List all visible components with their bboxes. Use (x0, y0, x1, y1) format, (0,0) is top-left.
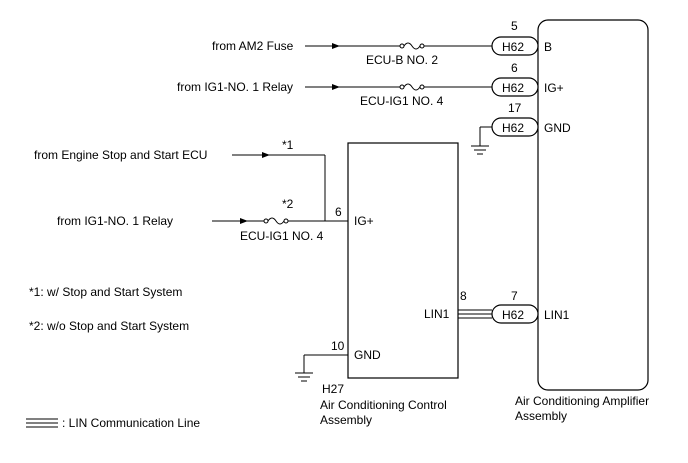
ground-control-icon (295, 354, 348, 382)
pin-name-b: B (544, 40, 552, 54)
source-ig1-relay-bottom: from IG1-NO. 1 Relay (57, 214, 173, 228)
legend-lin-label: : LIN Communication Line (62, 416, 200, 430)
ground-amplifier-icon (471, 126, 492, 155)
connector-h27-label: H27 (322, 382, 344, 396)
note-2: *2: w/o Stop and Start System (29, 319, 189, 333)
control-pin-name-ig: IG+ (354, 214, 374, 228)
connector-h62-pin-6 (491, 77, 539, 97)
fuse-ecu-ig1-top-icon (399, 83, 425, 91)
lin-communication-line (458, 309, 492, 319)
fuse-label-ecu-ig1-bottom: ECU-IG1 NO. 4 (240, 229, 324, 243)
control-pin-name-lin1: LIN1 (424, 307, 450, 321)
control-title-line2: Assembly (320, 413, 372, 427)
fuse-ecu-b-icon (399, 42, 425, 50)
pin-name-gnd: GND (544, 121, 571, 135)
amplifier-title-line2: Assembly (515, 409, 567, 423)
connector-h62-label: H62 (502, 40, 524, 54)
amplifier-title-line1: Air Conditioning Amplifier (515, 394, 649, 408)
fuse-ecu-ig1-bottom-icon (263, 217, 289, 225)
pin-number-6: 6 (511, 61, 518, 75)
source-ig1-relay-top: from IG1-NO. 1 Relay (177, 80, 293, 94)
legend-lin-line-icon (26, 418, 58, 428)
note-mark-star2: *2 (282, 197, 294, 211)
fuse-label-ecu-ig1-top: ECU-IG1 NO. 4 (360, 94, 444, 108)
note-1: *1: w/ Stop and Start System (29, 285, 182, 299)
control-pin-name-gnd: GND (354, 348, 381, 362)
connector-h62-label: H62 (502, 121, 524, 135)
control-pin-number-8: 8 (460, 289, 467, 303)
pin-number-7: 7 (511, 289, 518, 303)
note-mark-star1: *1 (282, 138, 294, 152)
connector-h62-pin-5 (491, 36, 539, 56)
control-title-line1: Air Conditioning Control (320, 398, 447, 412)
fuse-label-ecu-b: ECU-B NO. 2 (366, 53, 438, 67)
source-engine-ecu: from Engine Stop and Start ECU (34, 148, 207, 162)
pin-name-lin1: LIN1 (544, 308, 570, 322)
control-pin-number-6: 6 (335, 205, 342, 219)
connector-h62-label: H62 (502, 308, 524, 322)
pin-number-5: 5 (511, 19, 518, 33)
amplifier-assembly-box (537, 19, 649, 391)
connector-h62-label: H62 (502, 81, 524, 95)
pin-number-17: 17 (508, 101, 522, 115)
control-pin-number-10: 10 (331, 339, 345, 353)
control-assembly-box (347, 142, 459, 379)
pin-name-ig: IG+ (544, 81, 564, 95)
connector-h62-pin-7 (491, 304, 539, 324)
source-am2-fuse: from AM2 Fuse (212, 39, 294, 53)
